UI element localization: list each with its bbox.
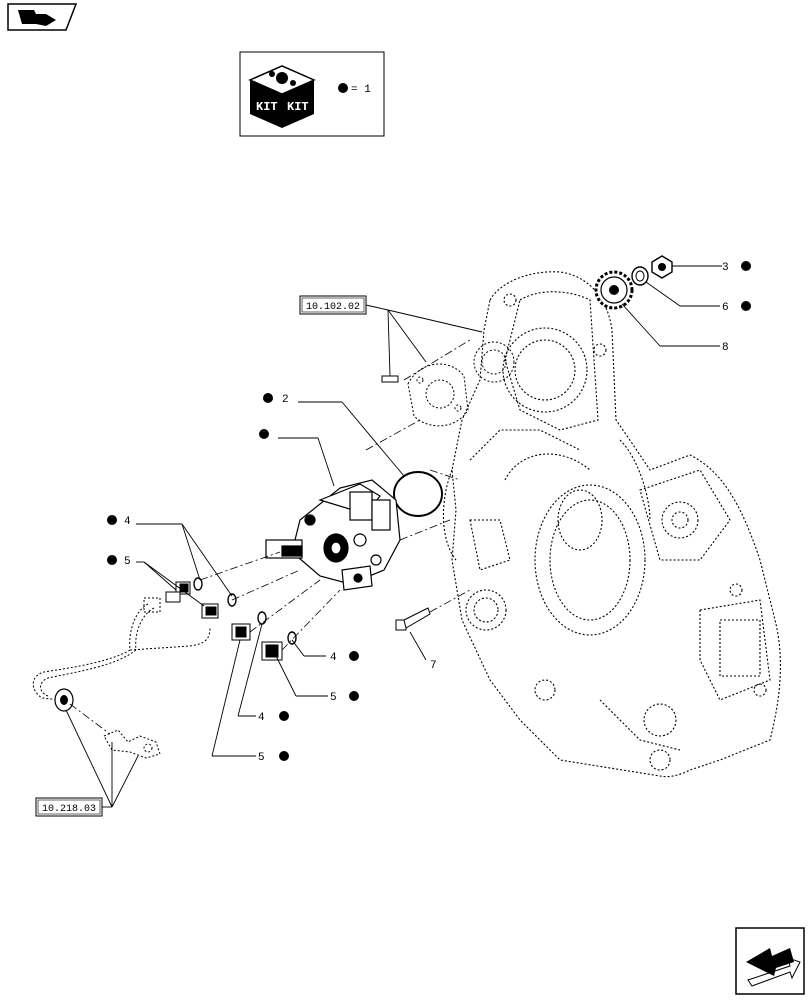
kit-label-right: KIT bbox=[287, 100, 309, 114]
callout-5-left: 5 bbox=[107, 555, 131, 568]
reference-text-top: 10.102.02 bbox=[306, 302, 360, 313]
callout-8: 8 bbox=[722, 342, 729, 354]
fitting-union-left bbox=[165, 581, 219, 619]
callout-2: 2 bbox=[263, 393, 289, 406]
flange-bolt bbox=[381, 375, 399, 383]
pump-flange bbox=[407, 341, 515, 427]
gear-housing bbox=[442, 271, 781, 778]
assembly-axes bbox=[69, 339, 471, 735]
callout-3: 3 bbox=[722, 261, 751, 274]
callout-4-bottom: 4 bbox=[258, 711, 289, 724]
gear-8 bbox=[594, 270, 634, 310]
callout-8-text: 8 bbox=[722, 342, 729, 354]
reference-box-bottom[interactable]: 10.218.03 bbox=[35, 797, 103, 817]
kit-box-icon: KIT KIT bbox=[248, 65, 316, 128]
kit-equals-text: = 1 bbox=[351, 84, 371, 96]
kit-legend-box: KIT KIT = 1 bbox=[239, 51, 385, 137]
reference-text-bottom: 10.218.03 bbox=[42, 804, 96, 815]
callout-7-text: 7 bbox=[430, 660, 437, 672]
pipe-nut bbox=[54, 688, 74, 712]
screw-7 bbox=[395, 607, 431, 631]
callout-pump bbox=[259, 429, 269, 439]
callout-4-right: 4 bbox=[330, 651, 359, 664]
callout-6: 6 bbox=[722, 301, 751, 314]
high-pressure-pump bbox=[265, 479, 401, 591]
callout-4-right-text: 4 bbox=[330, 652, 337, 664]
reference-box-top[interactable]: 10.102.02 bbox=[299, 295, 367, 315]
callout-5-bottom: 5 bbox=[258, 751, 289, 764]
nut-3 bbox=[651, 255, 673, 279]
pipe-bracket bbox=[103, 729, 161, 759]
book-pointer-icon[interactable] bbox=[7, 3, 78, 31]
fitting-lower bbox=[231, 611, 297, 661]
callout-5-bottom-text: 5 bbox=[258, 752, 265, 764]
o-ring bbox=[393, 471, 443, 517]
fitting-washer-left bbox=[193, 577, 237, 607]
fuel-pipe bbox=[32, 597, 211, 701]
callout-4-bottom-text: 4 bbox=[258, 712, 265, 724]
callout-4-left-text: 4 bbox=[124, 516, 131, 528]
washer-6 bbox=[631, 266, 649, 286]
leader-lines bbox=[65, 265, 722, 808]
callout-7: 7 bbox=[430, 660, 437, 672]
callout-3-text: 3 bbox=[722, 262, 729, 274]
callout-5-left-text: 5 bbox=[124, 556, 131, 568]
callout-6-text: 6 bbox=[722, 302, 729, 314]
callout-4-left: 4 bbox=[107, 515, 131, 528]
callout-5-right: 5 bbox=[330, 691, 359, 704]
kit-label-left: KIT bbox=[256, 100, 278, 114]
callout-2-text: 2 bbox=[282, 394, 289, 406]
next-page-arrow-icon[interactable] bbox=[735, 927, 805, 995]
kit-dot bbox=[338, 83, 348, 93]
callout-5-right-text: 5 bbox=[330, 692, 337, 704]
